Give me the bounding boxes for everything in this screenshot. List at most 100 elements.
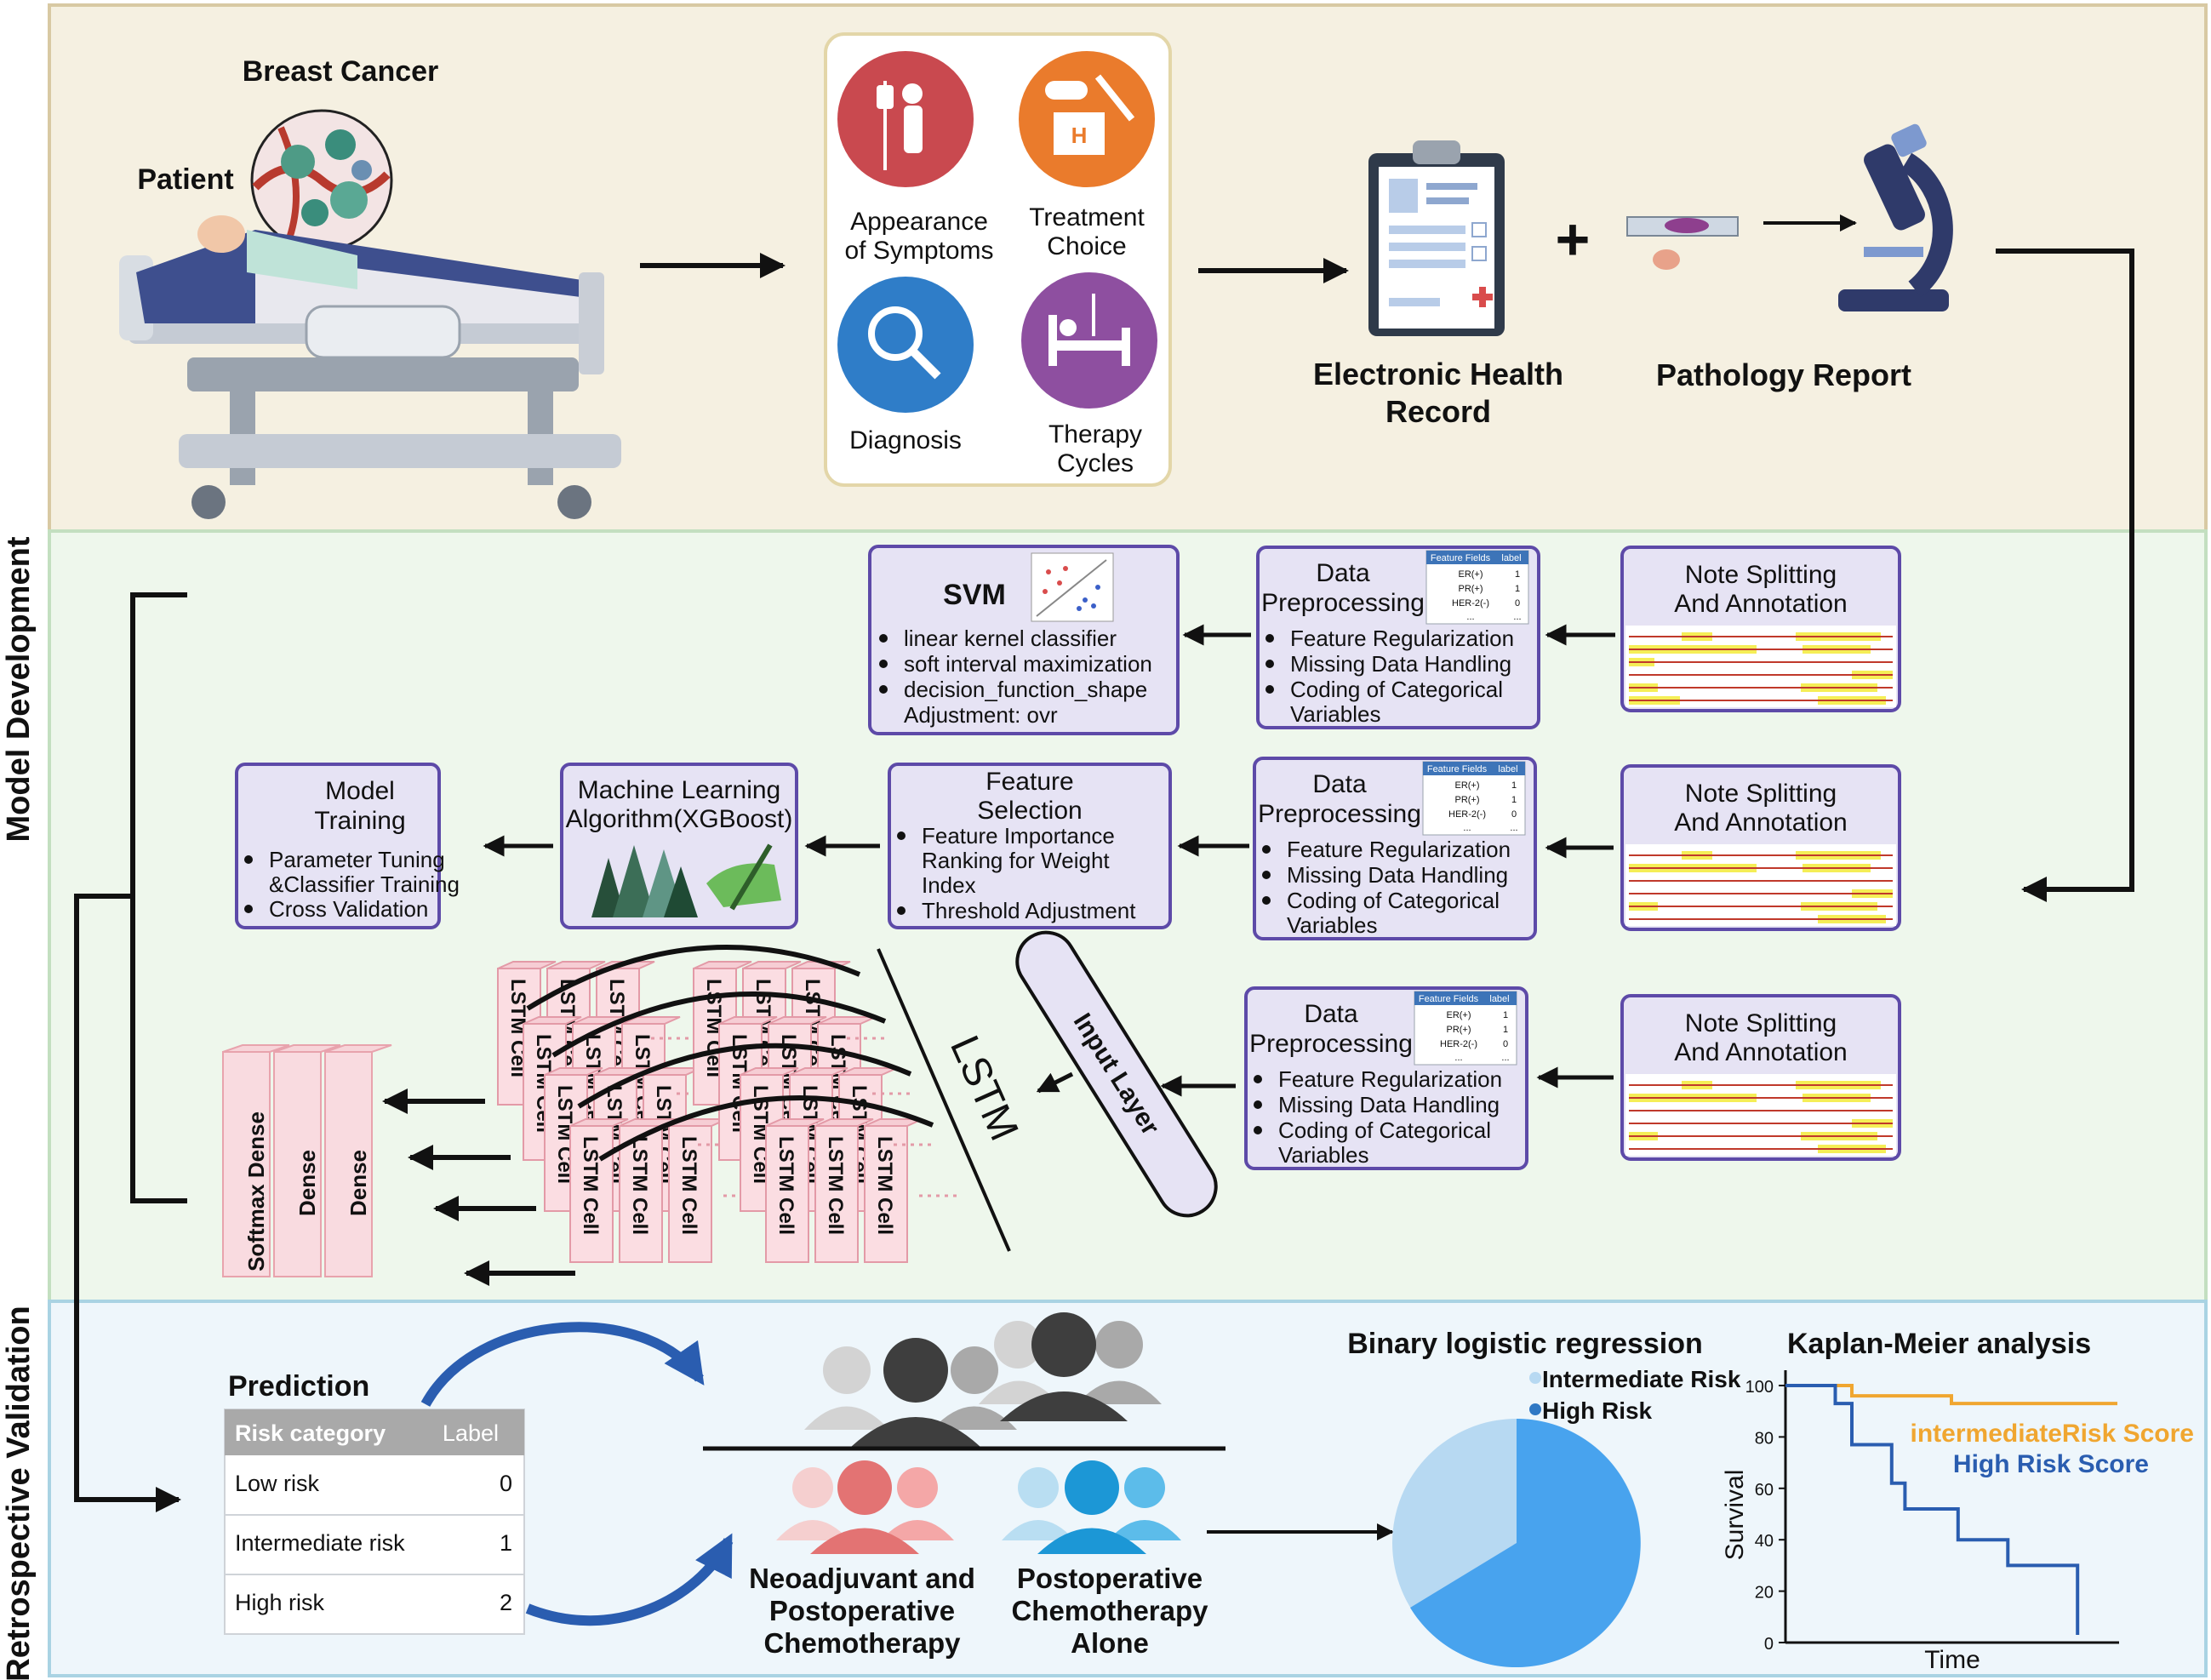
data-preprocessing-box bbox=[1253, 757, 1537, 940]
km-y-tick-label: 80 bbox=[1755, 1429, 1774, 1448]
svm-bullet-3: decision_function_shape bbox=[904, 677, 1147, 702]
section-label-retrospective-validation: Retrospective Validation bbox=[1, 1306, 37, 1680]
mini-table-header-label: label bbox=[1501, 553, 1521, 563]
table-row: Intermediate risk 1 bbox=[225, 1530, 524, 1575]
microscope-icon bbox=[1838, 123, 1953, 311]
prediction-title: Prediction bbox=[228, 1370, 369, 1403]
dense-label-softmax: Softmax Dense bbox=[243, 1111, 269, 1271]
connector-pathology-to-note bbox=[1996, 249, 2134, 902]
lstm-cell: LSTM Cell bbox=[814, 1118, 874, 1263]
mt-bullet-1: Parameter Tuning bbox=[269, 847, 445, 872]
plus-sign: + bbox=[1556, 206, 1591, 272]
risk-table-header: Label bbox=[443, 1420, 499, 1446]
dense-block: Dense bbox=[273, 1044, 341, 1277]
annotated-note-thumbnail bbox=[1625, 1074, 1896, 1156]
risk-table: Risk category Label Low risk 0 Intermedi… bbox=[224, 1409, 525, 1635]
mini-table-cell: ... bbox=[1466, 612, 1474, 622]
km-y-tick-label: 0 bbox=[1764, 1635, 1774, 1654]
svm-bullet-2: soft interval maximization bbox=[904, 651, 1152, 677]
svm-bullet-3-cont: Adjustment: ovr bbox=[904, 702, 1058, 728]
dense-label: Dense bbox=[346, 1150, 371, 1216]
recurrent-arc bbox=[526, 945, 861, 1011]
km-series-line bbox=[1785, 1384, 2080, 1635]
data-preprocessing-box bbox=[1244, 986, 1528, 1170]
hospital-bed-patient-illustration bbox=[119, 215, 621, 519]
mini-table-cell: ER(+) bbox=[1458, 569, 1483, 580]
logistic-pie-chart bbox=[1392, 1419, 1641, 1667]
recurrent-arc bbox=[598, 1095, 934, 1162]
lstm-cell-label: LSTM Cell bbox=[677, 1136, 700, 1235]
tree-forest-icon bbox=[591, 845, 698, 917]
mini-table-cell: ... bbox=[1513, 612, 1521, 622]
dense-block: Softmax Dense bbox=[222, 1044, 290, 1277]
mini-table-cell: HER-2(-) bbox=[1452, 598, 1489, 609]
fs-bullet-1-cont: Ranking for Weight bbox=[922, 848, 1110, 873]
table-row: High risk 2 bbox=[235, 1590, 512, 1615]
curved-arrow-top bbox=[420, 1322, 705, 1407]
slide-tissue-icon bbox=[1626, 216, 1739, 270]
fs-bullet-1: Feature Importance bbox=[922, 823, 1115, 849]
mini-table-cell: 1 bbox=[1515, 584, 1520, 594]
pathology-report-label: Pathology Report bbox=[1656, 357, 1911, 392]
dp-bullet-2: Missing Data Handling bbox=[1290, 651, 1511, 677]
lstm-cell-label: LSTM Cell bbox=[824, 1136, 847, 1235]
mini-table-header-field: Feature Fields bbox=[1431, 553, 1491, 563]
dense-layers: Softmax Dense Dense Dense bbox=[222, 1044, 392, 1277]
km-title: Kaplan-Meier analysis bbox=[1787, 1328, 2091, 1360]
connector-to-prediction bbox=[74, 894, 181, 1512]
km-y-tick-label: 100 bbox=[1745, 1378, 1774, 1397]
legend-intermediate: Intermediate Risk bbox=[1542, 1366, 1741, 1392]
risk-name: High risk bbox=[235, 1590, 325, 1615]
km-legend-intermediate: intermediateRisk Score bbox=[1911, 1420, 2194, 1448]
km-y-tick-label: 60 bbox=[1755, 1481, 1774, 1500]
lstm-cell: LSTM Cell bbox=[668, 1118, 728, 1263]
recurrent-arc bbox=[577, 1043, 912, 1109]
mt-bullet-2: Cross Validation bbox=[269, 896, 428, 922]
fs-bullet-1-cont: Index bbox=[922, 872, 976, 898]
postoperative-group-icon bbox=[1002, 1460, 1181, 1554]
table-row: Low risk 0 bbox=[225, 1471, 524, 1516]
patient-label: Patient bbox=[137, 163, 233, 196]
lstm-cell-label: LSTM Cell bbox=[628, 1136, 651, 1235]
scatter-plot-icon bbox=[1031, 552, 1114, 622]
risk-name: Low risk bbox=[235, 1471, 320, 1496]
risk-name: Intermediate risk bbox=[235, 1530, 405, 1556]
symptom-label-diagnosis: Diagnosis bbox=[849, 426, 962, 454]
clipboard-icon bbox=[1368, 140, 1505, 336]
mini-table-cell: PR(+) bbox=[1458, 584, 1483, 594]
risk-table-header: Risk category bbox=[235, 1420, 386, 1446]
risk-label: 1 bbox=[500, 1530, 512, 1556]
km-y-tick-label: 40 bbox=[1755, 1532, 1774, 1551]
svm-box: SVM linear kernel classifier soft interv… bbox=[868, 545, 1180, 735]
svg-text:H: H bbox=[1071, 123, 1088, 148]
arrow-input-to-lstm bbox=[1036, 1071, 1074, 1094]
risk-label: 0 bbox=[500, 1471, 512, 1496]
magnifier-icon bbox=[837, 277, 974, 413]
curved-arrow-bottom bbox=[525, 1533, 734, 1626]
recurrent-arc bbox=[551, 991, 887, 1058]
legend-dot-intermediate bbox=[1529, 1372, 1541, 1384]
tumor-cells-icon bbox=[250, 109, 393, 252]
legend-dot-high bbox=[1529, 1403, 1541, 1415]
